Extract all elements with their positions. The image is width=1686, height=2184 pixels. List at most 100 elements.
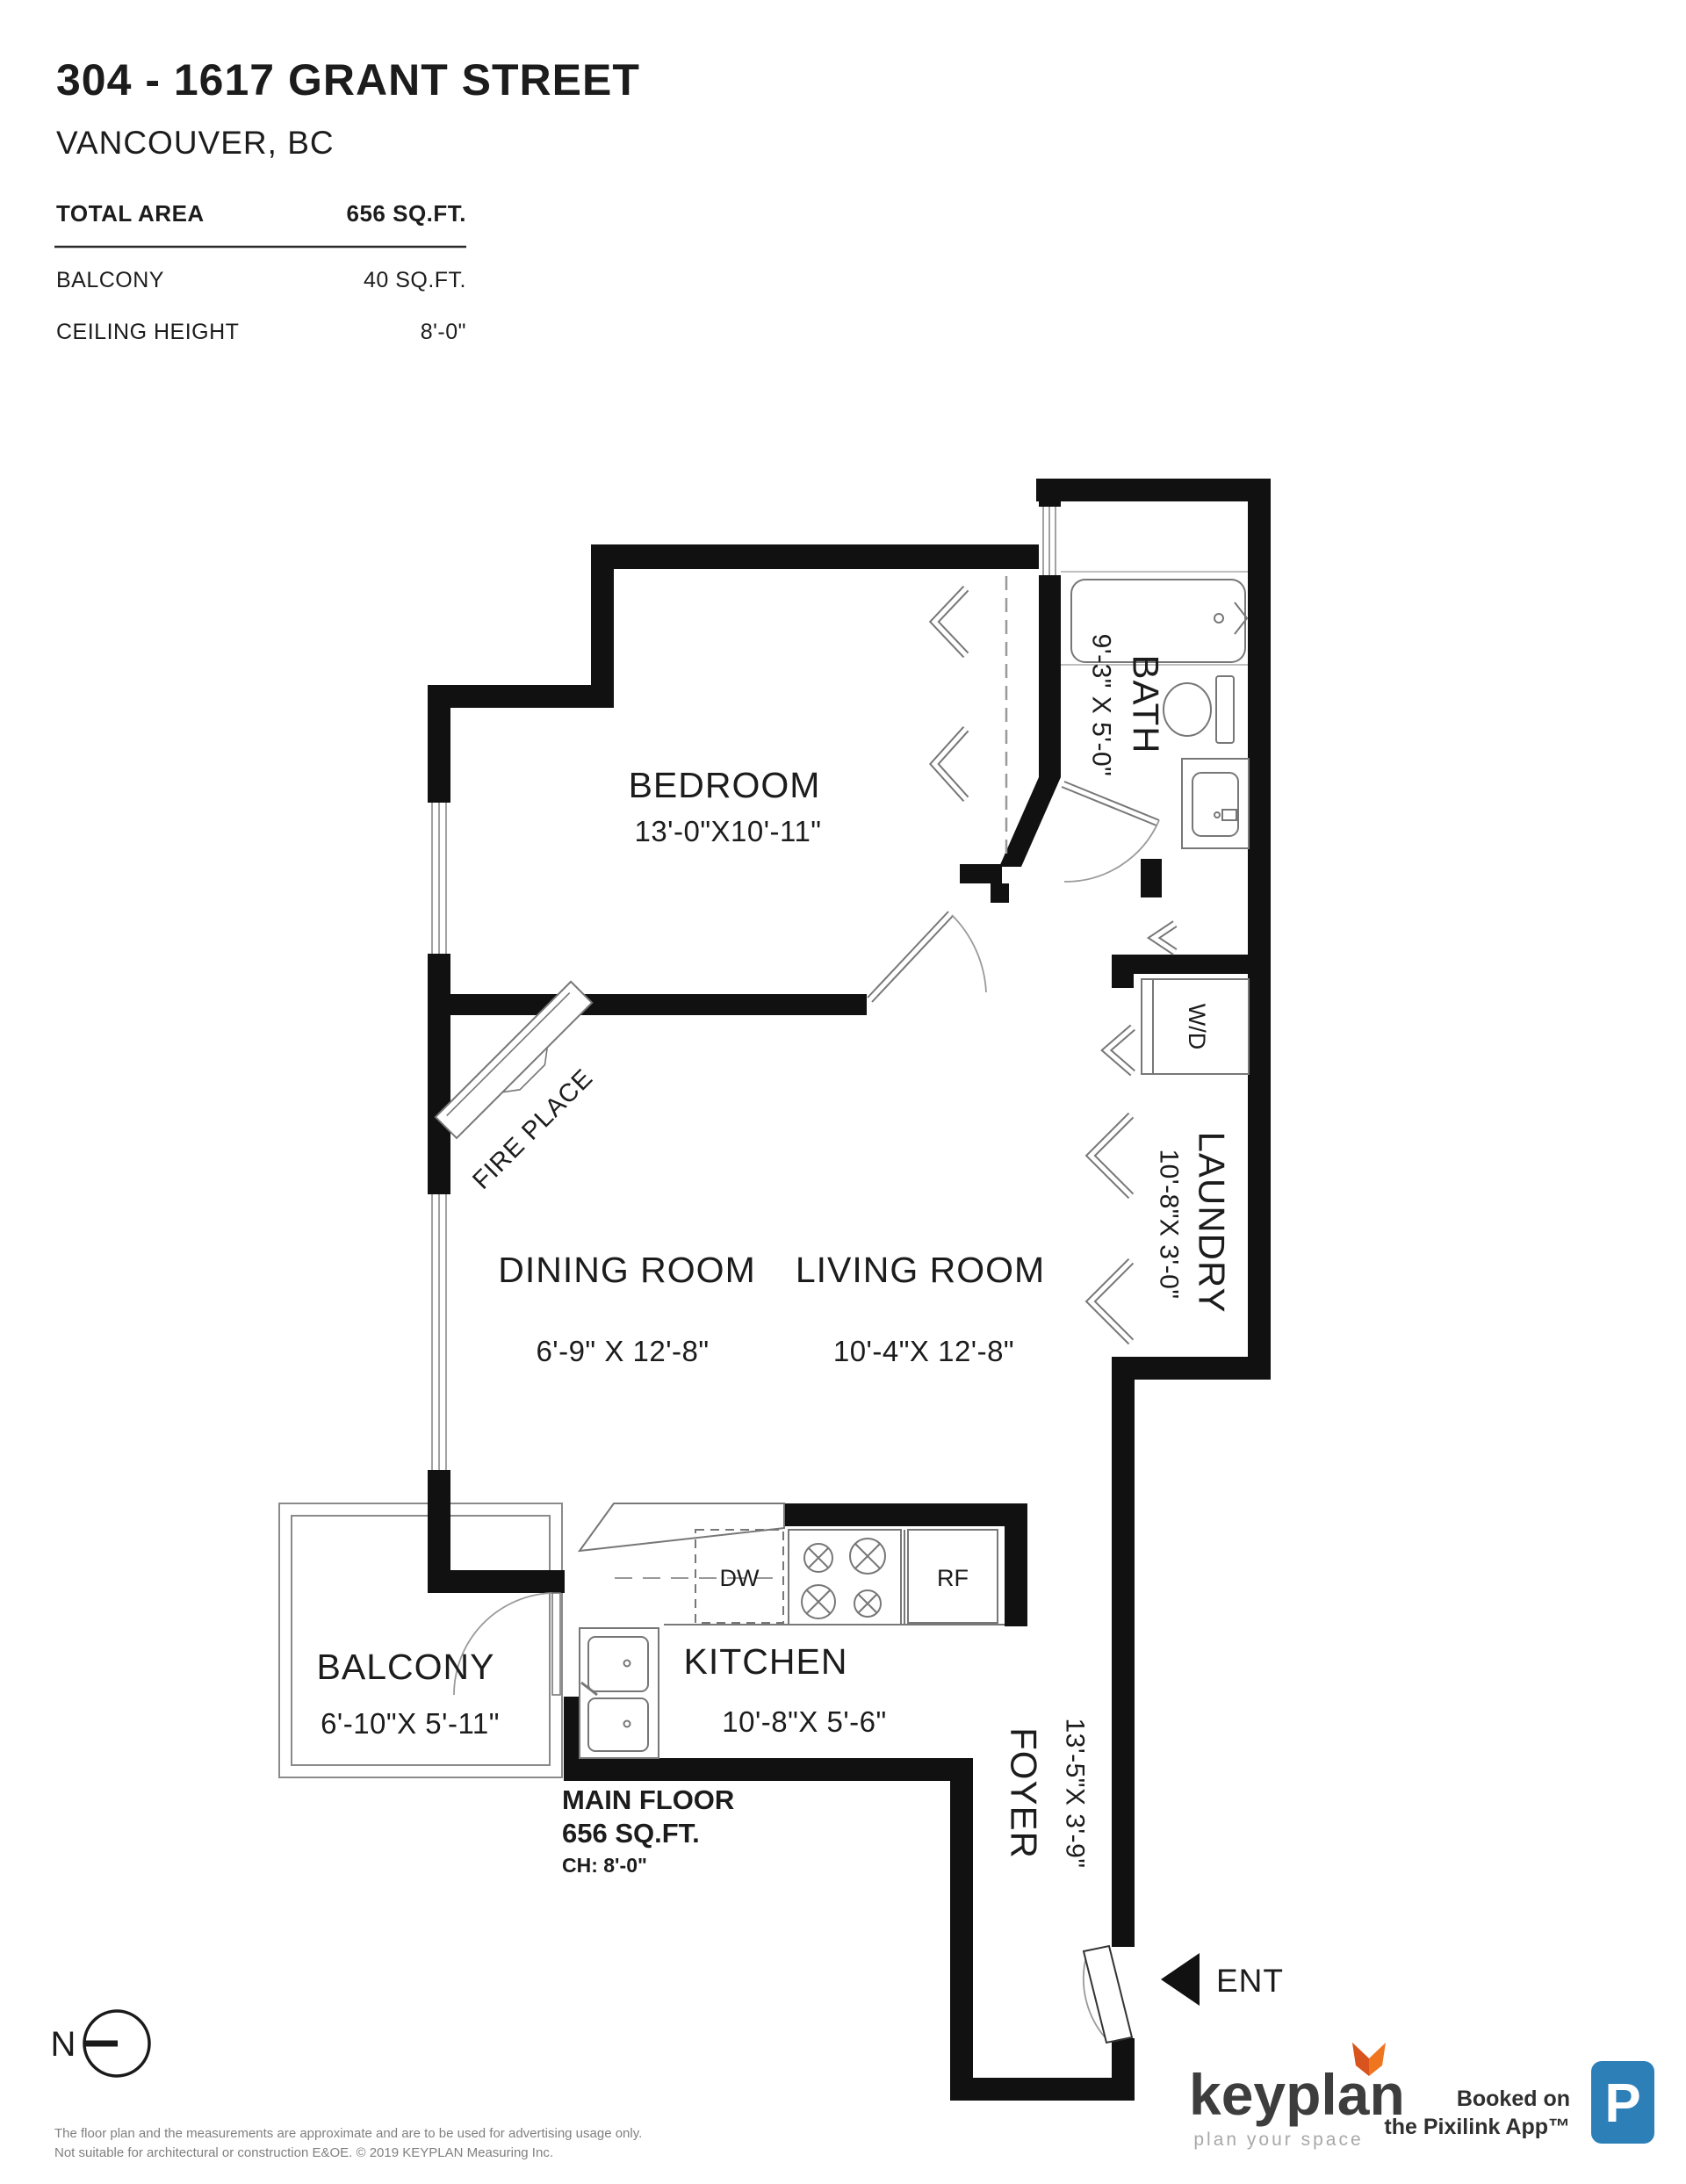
fridge-label: RF <box>937 1565 969 1591</box>
keyplan-logo: keyplan plan your space <box>1189 2043 1405 2150</box>
bath-fixtures <box>1061 571 1250 849</box>
main-floor-line3: CH: 8'-0" <box>562 1854 647 1877</box>
stat-balcony-value: 40 SQ.FT. <box>364 268 466 292</box>
wall-foyer-right-below-door <box>1112 2038 1135 2101</box>
room-labels: BEDROOM 13'-0"X10'-11" BATH 9'-3" X 5'-0… <box>317 634 1233 1869</box>
pixilink-badge: Booked on the Pixilink App™ P <box>1384 2061 1654 2144</box>
laundry-chevron-2 <box>1084 1258 1135 1345</box>
wall-foyer-right <box>1112 1357 1135 1947</box>
hall-closet-chevron <box>1146 920 1178 955</box>
booked-on-line1: Booked on <box>1457 2087 1570 2111</box>
page-subtitle: VANCOUVER, BC <box>56 125 335 161</box>
entry-marker: ENT <box>1161 1953 1284 2006</box>
wall-kitchen-right <box>1005 1503 1027 1626</box>
stove <box>788 1529 902 1625</box>
laundry-chevron-1 <box>1084 1112 1135 1200</box>
wall-hall-stub-2 <box>991 883 1009 903</box>
stat-ceiling-value: 8'-0" <box>421 320 466 344</box>
wall-bedroom-divider <box>428 994 867 1015</box>
wall-bath-left <box>1039 575 1061 777</box>
foyer-dims: 13'-5"X 3'-9" <box>1061 1718 1090 1868</box>
bath-window <box>1039 507 1061 575</box>
wall-bath-corner-stub <box>1141 859 1162 897</box>
bedroom-door <box>867 911 987 1003</box>
living-window <box>428 1194 450 1470</box>
living-room-dims: 10'-4"X 12'-8" <box>833 1335 1014 1367</box>
wall-laundry-top-stub <box>1112 955 1134 988</box>
balcony-dims: 6'-10"X 5'-11" <box>321 1707 500 1740</box>
wall-bath-diagonal <box>999 777 1061 867</box>
stat-balcony-label: BALCONY <box>56 268 164 292</box>
kitchen-passthrough-counter <box>577 1503 785 1553</box>
disclaimer-line2: Not suitable for architectural or constr… <box>54 2145 553 2160</box>
dining-room-dims: 6'-9" X 12'-8" <box>536 1335 709 1367</box>
kitchen-sink <box>579 1627 659 1759</box>
wall-bedroom-step-vertical <box>591 544 614 708</box>
wall-bath-top <box>1036 479 1271 501</box>
kitchen-label: KITCHEN <box>684 1641 848 1682</box>
footer: The floor plan and the measurements are … <box>54 2043 1654 2160</box>
booked-on-line2: the Pixilink App™ <box>1384 2115 1570 2139</box>
toilet <box>1163 675 1235 744</box>
wall-foyer-left <box>950 1758 973 2101</box>
laundry-chevron-small <box>1100 1024 1135 1077</box>
balcony-door <box>453 1592 561 1696</box>
main-floor-annotation: MAIN FLOOR 656 SQ.FT. CH: 8'-0" <box>562 1784 734 1877</box>
walls <box>428 479 1271 2101</box>
bath-dims: 9'-3" X 5'-0" <box>1087 634 1116 777</box>
dining-room-label: DINING ROOM <box>498 1250 755 1290</box>
entry-door <box>1082 1944 1134 2044</box>
foyer-label: FOYER <box>1004 1727 1045 1859</box>
bathtub <box>1070 579 1249 663</box>
balcony-label: BALCONY <box>317 1647 495 1687</box>
kitchen-fixtures: DW RF <box>577 1503 1005 1759</box>
bedroom-label: BEDROOM <box>629 765 821 805</box>
balcony-railing <box>278 1503 563 1778</box>
wall-bath-left-stub <box>1039 479 1061 507</box>
wall-laundry-top <box>1112 955 1271 974</box>
bifold-doors <box>928 576 1178 1345</box>
keyplan-fox-icon-shade <box>1352 2043 1369 2076</box>
wall-left-middle <box>428 954 450 1194</box>
pixilink-p-letter: P <box>1604 2073 1640 2134</box>
bedroom-closet-chevron-1 <box>928 585 969 659</box>
stat-ceiling-label: CEILING HEIGHT <box>56 320 239 344</box>
bath-door <box>1061 781 1160 883</box>
wall-kitchen-top <box>784 1503 1027 1526</box>
keyplan-tagline: plan your space <box>1193 2130 1363 2150</box>
wall-foyer-bottom <box>950 2078 1135 2101</box>
living-room-label: LIVING ROOM <box>796 1250 1045 1290</box>
washer-dryer-unit <box>1141 978 1250 1075</box>
entry-arrow-icon <box>1161 1953 1200 2006</box>
fridge: RF <box>904 1529 998 1625</box>
doors <box>453 781 1160 2044</box>
laundry-dims: 10'-8"X 3'-0" <box>1155 1149 1184 1299</box>
main-floor-line1: MAIN FLOOR <box>562 1784 734 1815</box>
laundry-fixtures: W/D <box>1141 978 1250 1075</box>
bedroom-window <box>428 803 450 954</box>
wall-bedroom-step-horizontal <box>428 685 614 708</box>
north-arrow: N <box>51 2009 151 2078</box>
north-label: N <box>51 2025 76 2064</box>
wall-right-outer <box>1248 479 1271 1380</box>
washer-dryer-label: W/D <box>1184 1004 1210 1049</box>
bedroom-dims: 13'-0"X10'-11" <box>634 815 821 847</box>
vanity-sink <box>1181 758 1250 849</box>
disclaimer-line1: The floor plan and the measurements are … <box>54 2126 642 2141</box>
bath-label: BATH <box>1126 655 1167 754</box>
stat-total-area-label: TOTAL AREA <box>56 200 205 227</box>
wall-bedroom-top <box>591 544 1061 569</box>
page-title: 304 - 1617 GRANT STREET <box>56 55 640 105</box>
header: 304 - 1617 GRANT STREET VANCOUVER, BC TO… <box>54 55 640 344</box>
entry-label: ENT <box>1216 1963 1284 1999</box>
stat-total-area-value: 656 SQ.FT. <box>347 200 467 227</box>
wall-hall-stub-1 <box>960 864 1002 883</box>
windows <box>428 507 1061 1470</box>
main-floor-line2: 656 SQ.FT. <box>562 1818 700 1849</box>
wall-kitchen-bottom <box>564 1758 973 1781</box>
pixilink-p-icon <box>1591 2061 1654 2144</box>
dishwasher: DW <box>695 1529 784 1624</box>
wall-balcony-step <box>428 1570 565 1593</box>
dishwasher-label: DW <box>720 1565 760 1591</box>
